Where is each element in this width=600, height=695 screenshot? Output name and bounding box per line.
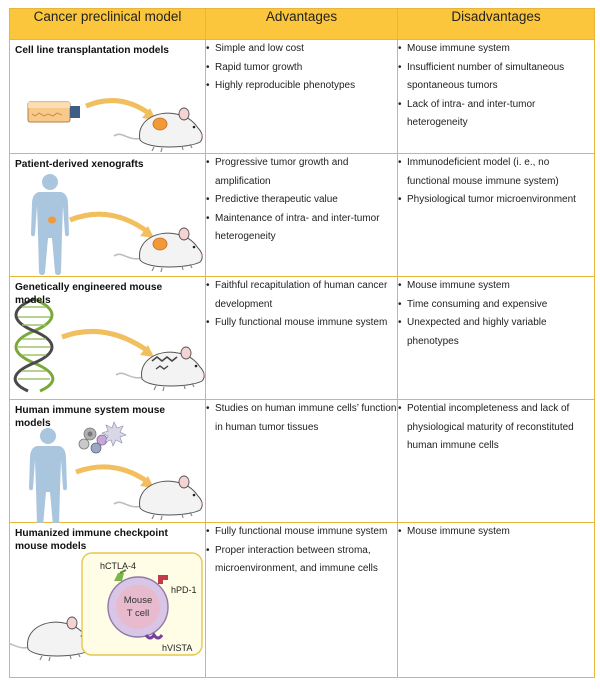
gemm-illustration <box>13 297 206 393</box>
list-item: Mouse immune system <box>398 277 594 296</box>
list-item: Fully functional mouse immune system <box>206 523 397 542</box>
vista-label: hVISTA <box>162 643 192 653</box>
pd1-label: hPD-1 <box>171 585 197 595</box>
dna-helix-icon <box>13 297 55 393</box>
list-item: Insufficient number of simultaneous spon… <box>398 59 594 96</box>
list-item: Potential incompleteness and lack of phy… <box>398 400 594 456</box>
tumor-icon <box>152 237 168 251</box>
advantages-cell: Fully functional mouse immune system Pro… <box>205 522 398 678</box>
disadvantages-cell: Mouse immune system <box>397 522 595 678</box>
disadvantages-cell: Mouse immune system Insufficient number … <box>397 39 595 154</box>
arrow-icon <box>61 329 150 354</box>
advantages-cell: Progressive tumor growth and amplificati… <box>205 153 398 277</box>
immune-cells-icon <box>78 421 127 454</box>
list-item: Predictive therapeutic value <box>206 191 397 210</box>
disadvantages-cell: Immunodeficient model (i. e., no functio… <box>397 153 595 277</box>
culture-flask-icon <box>27 101 80 123</box>
table-row: Mouse T cell hCTLA-4 hPD-1 hV <box>9 522 595 678</box>
advantages-cell: Studies on human immune cells’ function … <box>205 399 398 523</box>
table-row: Genetically engineered mouse models Fait… <box>9 276 595 400</box>
list-item: Mouse immune system <box>398 40 594 59</box>
list-item: Proper interaction between stroma, micro… <box>206 542 397 579</box>
list-item: Immunodeficient model (i. e., no functio… <box>398 154 594 191</box>
list-item: Time consuming and expensive <box>398 296 594 315</box>
vista-receptor-icon <box>144 632 164 640</box>
arrow-icon <box>85 98 152 117</box>
list-item: Highly reproducible phenotypes <box>206 77 397 96</box>
cell-line-illustration <box>27 98 205 153</box>
ctla4-label: hCTLA-4 <box>100 561 136 571</box>
list-item: Maintenance of intra- and inter-tumor he… <box>206 210 397 247</box>
his-illustration <box>29 421 205 523</box>
list-item: Studies on human immune cells’ function … <box>206 400 397 437</box>
table-header-row: Cancer preclinical model Advantages Disa… <box>9 8 595 40</box>
human-icon <box>31 174 69 275</box>
mouse-icon <box>113 227 205 273</box>
model-name: Cell line transplantation models <box>15 45 169 56</box>
model-cell-cell-line: Cell line transplantation models <box>9 39 206 154</box>
model-cell-gemm: Genetically engineered mouse models <box>9 276 206 400</box>
list-item: Physiological tumor microenvironment <box>398 191 594 210</box>
list-item: Unexpected and highly variable phenotype… <box>398 314 594 351</box>
model-cell-his: Human immune system mouse models <box>9 399 206 523</box>
list-item: Progressive tumor growth and amplificati… <box>206 154 397 191</box>
human-icon <box>29 428 67 523</box>
model-name: Human immune system mouse models <box>15 405 166 429</box>
mouse-icon <box>113 107 205 153</box>
mouse-icon <box>10 616 93 662</box>
disadvantages-cell: Mouse immune system Time consuming and e… <box>397 276 595 400</box>
tcell-label-line2: T cell <box>127 608 150 619</box>
model-name: Humanized immune checkpoint mouse models <box>15 528 168 552</box>
list-item: Mouse immune system <box>398 523 594 542</box>
table-row: Human immune system mouse models Studies… <box>9 399 595 523</box>
list-item: Lack of intra- and inter-tumor heterogen… <box>398 96 594 133</box>
advantages-cell: Faithful recapitulation of human cancer … <box>205 276 398 400</box>
model-cell-checkpoint: Mouse T cell hCTLA-4 hPD-1 hV <box>9 522 206 678</box>
table-row: Patient-derived xenografts Progressive t… <box>9 153 595 277</box>
pdx-illustration <box>31 174 205 275</box>
tumor-icon <box>152 117 168 131</box>
disadvantages-cell: Potential incompleteness and lack of phy… <box>397 399 595 523</box>
list-item: Rapid tumor growth <box>206 59 397 78</box>
advantages-cell: Simple and low cost Rapid tumor growth H… <box>205 39 398 154</box>
list-item: Fully functional mouse immune system <box>206 314 397 333</box>
arrow-icon <box>69 211 150 235</box>
ctla4-receptor-icon <box>114 569 127 581</box>
checkpoint-illustration: Mouse T cell hCTLA-4 hPD-1 hV <box>10 552 203 662</box>
arrow-icon <box>75 464 150 485</box>
model-name: Genetically engineered mouse models <box>15 282 163 306</box>
model-cell-pdx: Patient-derived xenografts <box>9 153 206 277</box>
mouse-icon <box>113 475 205 521</box>
mouse-icon <box>115 346 206 392</box>
preclinical-models-table: Cancer preclinical model Advantages Disa… <box>9 8 595 678</box>
table-row: Cell line transplantation models Simple … <box>9 39 595 154</box>
list-item: Simple and low cost <box>206 40 397 59</box>
tumor-icon <box>48 216 56 224</box>
list-item: Faithful recapitulation of human cancer … <box>206 277 397 314</box>
column-header-disadvantages: Disadvantages <box>397 8 595 40</box>
model-name: Patient-derived xenografts <box>15 159 144 170</box>
column-header-model: Cancer preclinical model <box>9 8 206 40</box>
pd1-receptor-icon <box>158 575 168 584</box>
column-header-advantages: Advantages <box>205 8 398 40</box>
tcell-label-line1: Mouse <box>124 595 153 606</box>
